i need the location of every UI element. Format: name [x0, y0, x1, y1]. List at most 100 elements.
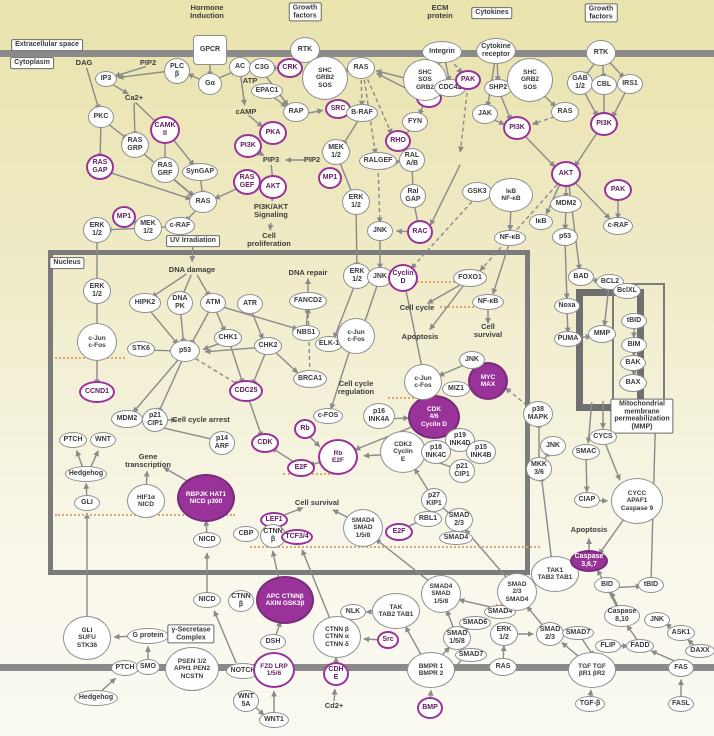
ctnn-bad-complex[interactable]: CTNN β CTNN α CTNN δ [313, 616, 361, 658]
pi3k-2[interactable]: PI3K [503, 116, 531, 140]
foxo1[interactable]: FOXO1 [453, 269, 487, 287]
p18-ink4c[interactable]: p18 INK4C [421, 440, 451, 464]
cdh-e[interactable]: CDH E [323, 662, 349, 686]
pi3k-1[interactable]: PI3K [234, 134, 262, 158]
cdk[interactable]: CDK [251, 433, 279, 453]
caspase-367[interactable]: Caspase 3,6,7 [570, 550, 608, 572]
hedgehog-cyt[interactable]: Hedgehog [74, 690, 118, 706]
ctnnb-cyt[interactable]: CTNN β [228, 590, 254, 612]
fasl[interactable]: FASL [668, 696, 694, 712]
brca1[interactable]: BRCA1 [293, 370, 327, 388]
caspase-810[interactable]: Caspase 8,10 [604, 605, 640, 627]
cycc-apaf-casp9[interactable]: CYCC APAF1 Caspase 9 [611, 478, 663, 524]
c-raf-2[interactable]: c-RAF [603, 217, 633, 235]
jnk-1[interactable]: JNK [367, 221, 393, 241]
jnk-4[interactable]: JNK [459, 351, 485, 369]
erk-3[interactable]: ERK 1/2 [490, 622, 518, 646]
ras-gap[interactable]: RAS GAP [86, 154, 114, 180]
gpcr[interactable]: GPCR [193, 35, 227, 65]
cdk2-cyclin-e[interactable]: CDK2 Cyclin E [380, 431, 426, 473]
cjun-cfos-3[interactable]: c-Jun c-Fos [404, 364, 442, 400]
puma[interactable]: PUMA [554, 331, 582, 347]
pkc[interactable]: PKC [88, 106, 114, 128]
camkii[interactable]: CAMK II [150, 116, 180, 144]
tak-tab2-tab1[interactable]: TAK TAB2 TAB1 [372, 593, 420, 629]
wnt1[interactable]: WNT1 [259, 712, 289, 728]
ptch-mem[interactable]: PTCH [111, 660, 139, 676]
ptch-nuc[interactable]: PTCH [59, 432, 87, 448]
p14-arf[interactable]: p14 ARF [209, 431, 235, 455]
rb-e2f[interactable]: Rb E2F [318, 439, 358, 475]
gsk3-1[interactable]: GSK3 [462, 182, 492, 202]
cdc25[interactable]: CDC25 [229, 380, 263, 402]
smo[interactable]: SMO [136, 659, 160, 675]
p38-mapk[interactable]: p38 MAPK [523, 401, 553, 427]
ras-3[interactable]: RAS [551, 102, 579, 122]
wnt-nuc[interactable]: WNT [90, 432, 116, 448]
fadd[interactable]: FADD [626, 639, 654, 653]
psen-complex[interactable]: PSEN 1/2 APH1 PEN2 NCSTN [165, 647, 219, 691]
nbs1[interactable]: NBS1 [292, 325, 320, 341]
smad7-1[interactable]: SMAD7 [562, 626, 594, 640]
e2f-2[interactable]: E2F [385, 523, 413, 541]
ral-ab[interactable]: RAL A/B [399, 148, 425, 172]
ras-gef[interactable]: RAS GEF [233, 169, 261, 195]
ras-grf[interactable]: RAS GRF [151, 157, 179, 183]
p16-ink4a[interactable]: p16 INK4A [363, 403, 395, 429]
daxx[interactable]: DAXX [685, 644, 714, 658]
mp1-2[interactable]: MP1 [112, 206, 136, 228]
cytokine-receptor[interactable]: Cytokine receptor [476, 38, 516, 64]
noxa[interactable]: Noxa [554, 298, 580, 314]
cbp[interactable]: CBP [233, 526, 259, 542]
rbl1[interactable]: RBL1 [414, 511, 442, 527]
mkk36[interactable]: MKK 3/6 [526, 457, 552, 481]
ras-2[interactable]: RAS [189, 191, 217, 213]
rtk-2[interactable]: RTK [586, 40, 616, 66]
hedgehog-nuc[interactable]: Hedgehog [65, 466, 107, 482]
mmp[interactable]: MMP [588, 325, 616, 343]
flip[interactable]: FLIP [595, 639, 621, 653]
crk[interactable]: CRK [277, 58, 303, 78]
stk6[interactable]: STK6 [127, 341, 155, 357]
tbid-2[interactable]: tBID [638, 577, 664, 593]
fas[interactable]: FAS [668, 659, 694, 677]
smac[interactable]: SMAC [572, 444, 600, 460]
c-fos[interactable]: c-FOS [313, 408, 343, 424]
integrin[interactable]: Integrin [422, 41, 462, 63]
akt-2[interactable]: AKT [551, 161, 581, 187]
shc-grb2-sos-3[interactable]: SHC GRB2 SOS [507, 58, 553, 102]
plc-b[interactable]: PLC β [164, 58, 190, 84]
tgfbr1-tgfbr2[interactable]: TGF TGF βR1 βR2 [568, 652, 616, 688]
tgfb[interactable]: TGF-β [575, 696, 605, 712]
mdm2-1[interactable]: MDM2 [550, 195, 582, 213]
c-raf-1[interactable]: c-RAF [165, 217, 195, 235]
p21-cip1-2[interactable]: p21 CIP1 [449, 459, 475, 483]
erk-2[interactable]: ERK 1/2 [342, 189, 370, 215]
p53-1[interactable]: p53 [552, 228, 578, 246]
akt-1[interactable]: AKT [259, 175, 287, 199]
pak-1[interactable]: PAK [455, 70, 481, 90]
rac[interactable]: RAC [407, 220, 433, 244]
ikb-nfkb[interactable]: IκB NF-κB [489, 178, 533, 212]
tbid-1[interactable]: tBID [621, 313, 647, 329]
syngap[interactable]: SynGAP [182, 163, 218, 181]
dna-pk[interactable]: DNA PK [167, 291, 193, 315]
shc-grb2-sos-1[interactable]: SHC GRB2 SOS [302, 56, 348, 100]
ip3[interactable]: IP3 [95, 71, 117, 87]
ras-4[interactable]: RAS [489, 658, 517, 676]
ikb-p[interactable]: IκB [529, 214, 553, 230]
rb-p[interactable]: Rb [294, 419, 316, 439]
p15-ink4b[interactable]: p15 INK4B [466, 440, 496, 464]
e2f-1[interactable]: E2F [287, 459, 315, 477]
mdm2-2[interactable]: MDM2 [111, 410, 143, 428]
g-protein[interactable]: G protein [127, 628, 169, 644]
bim[interactable]: BIM [621, 337, 647, 353]
smad23-smad4[interactable]: SMAD 2/3 SMAD4 [497, 573, 537, 611]
erk-1[interactable]: ERK 1/2 [83, 217, 111, 243]
ccnd1[interactable]: CCND1 [79, 381, 115, 403]
ac[interactable]: AC [229, 57, 251, 77]
ras-1[interactable]: RAS [347, 57, 375, 79]
wnt5a[interactable]: WNT 5A [233, 690, 259, 712]
pak-2[interactable]: PAK [604, 179, 632, 201]
cycs[interactable]: CYCS [589, 429, 617, 445]
